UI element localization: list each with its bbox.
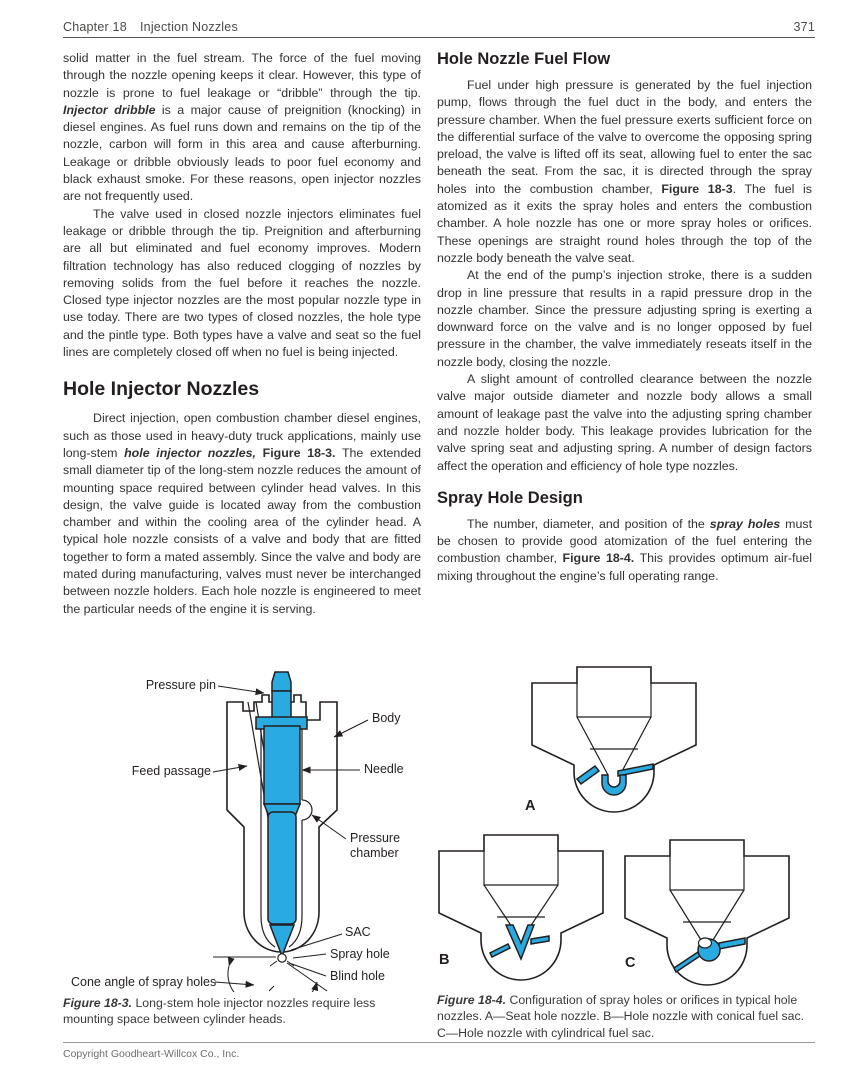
leader-blind-hole bbox=[288, 962, 327, 977]
sac-shape bbox=[277, 953, 287, 963]
spray-hole-b-left bbox=[488, 942, 512, 959]
header-rule bbox=[63, 37, 815, 38]
label-nozzle-a: A bbox=[525, 798, 536, 814]
footer-rule bbox=[63, 1042, 815, 1043]
label-pressure-chamber: Pressure chamber bbox=[350, 831, 401, 860]
paragraph: A slight amount of controlled clearance … bbox=[437, 372, 812, 473]
figure-18-4-diagram: A B C bbox=[437, 652, 815, 988]
section-heading-hole-nozzle-fuel-flow: Hole Nozzle Fuel Flow bbox=[437, 50, 611, 68]
paragraph: Direct injection, open combustion chambe… bbox=[63, 411, 421, 616]
spray-hole-b-right bbox=[530, 935, 550, 945]
spray-hole-a-right bbox=[617, 763, 654, 777]
label-spray-hole: Spray hole bbox=[330, 947, 390, 961]
figure-18-3-diagram: Pressure pin Body Feed passage Needle Pr… bbox=[63, 660, 424, 992]
paragraph: The number, diameter, and position of th… bbox=[437, 516, 813, 583]
leader-pressure-pin bbox=[217, 685, 265, 696]
figure-18-4-caption: Figure 18-4. Configuration of spray hole… bbox=[437, 993, 805, 1040]
copyright-notice: Copyright Goodheart-Willcox Co., Inc. bbox=[63, 1048, 240, 1060]
needle-stem bbox=[267, 811, 297, 925]
cylindrical-sac-bore bbox=[697, 937, 713, 949]
nozzle-a bbox=[531, 666, 697, 813]
needle-tip-cone bbox=[268, 924, 296, 959]
spray-hole-configurations bbox=[438, 666, 790, 986]
figure-18-3-caption: Figure 18-3. Long-stem hole injector noz… bbox=[63, 996, 376, 1027]
leader-body bbox=[333, 719, 369, 738]
paragraph: The valve used in closed nozzle injector… bbox=[63, 206, 421, 360]
label-sac: SAC bbox=[345, 925, 371, 939]
paragraph: Fuel under high pressure is generated by… bbox=[437, 78, 812, 265]
needle-shape bbox=[263, 725, 301, 805]
page-number: 371 bbox=[793, 20, 815, 34]
header-chapter: Chapter 18 bbox=[63, 20, 127, 34]
leader-cone-angle bbox=[214, 980, 255, 988]
section-heading-spray-hole-design: Spray Hole Design bbox=[437, 488, 583, 507]
section-heading-hole-injector-nozzles: Hole Injector Nozzles bbox=[63, 378, 260, 401]
paragraph: At the end of the pump’s injection strok… bbox=[437, 268, 812, 369]
spray-hole-a-left bbox=[575, 764, 601, 786]
leader-sac bbox=[290, 933, 343, 951]
label-feed-passage: Feed passage bbox=[131, 764, 211, 778]
pressure-chamber-pocket bbox=[301, 799, 313, 821]
label-needle: Needle bbox=[364, 762, 404, 776]
header-title: Injection Nozzles bbox=[140, 20, 238, 34]
label-blind-hole: Blind hole bbox=[330, 969, 385, 983]
cone-angle-diagonal bbox=[286, 962, 328, 992]
label-nozzle-b: B bbox=[439, 952, 450, 968]
label-pressure-pin: Pressure pin bbox=[145, 678, 216, 692]
label-nozzle-c: C bbox=[625, 955, 636, 971]
conical-sac bbox=[504, 924, 536, 961]
leader-pressure-chamber bbox=[311, 814, 347, 840]
pressure-pin-shaft bbox=[271, 690, 292, 719]
nozzle-b bbox=[438, 834, 604, 981]
cone-angle-arc bbox=[227, 956, 319, 992]
leader-spray-hole bbox=[292, 953, 327, 959]
paragraph: solid matter in the fuel stream. The for… bbox=[63, 51, 422, 204]
leader-feed-passage bbox=[212, 764, 248, 773]
label-cone-angle: Cone angle of spray holes bbox=[71, 975, 217, 989]
bore-lines bbox=[260, 729, 303, 948]
pressure-pin-shape bbox=[271, 671, 292, 692]
right-column: Hole Nozzle Fuel Flow Fuel under high pr… bbox=[437, 46, 812, 585]
left-column: solid matter in the fuel stream. The for… bbox=[63, 50, 421, 618]
injector-nozzle-cross-section bbox=[212, 671, 369, 992]
seat-hole-sac bbox=[601, 774, 627, 796]
cone-angle-tick bbox=[268, 985, 275, 992]
nozzle-c bbox=[624, 839, 790, 986]
label-body: Body bbox=[372, 711, 401, 725]
